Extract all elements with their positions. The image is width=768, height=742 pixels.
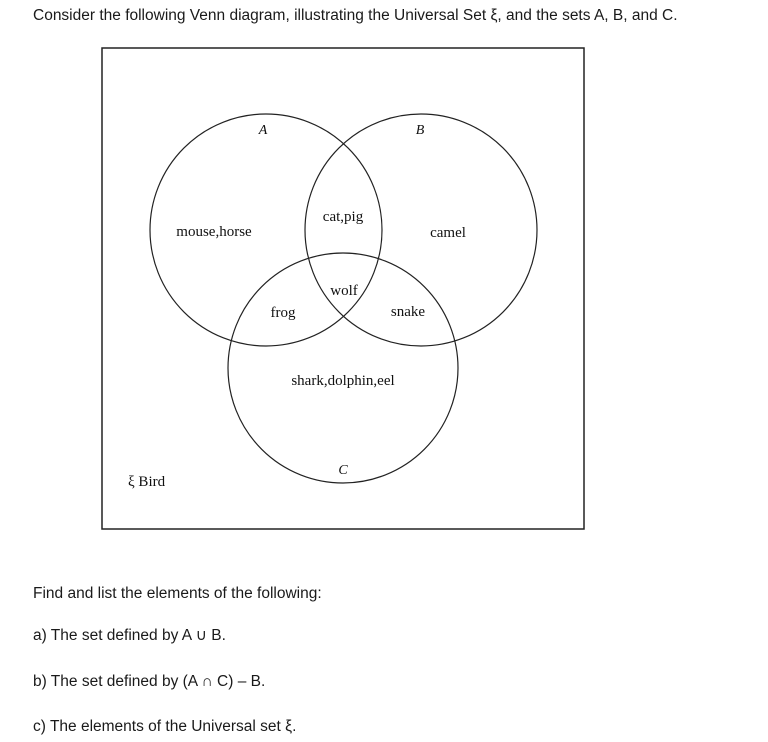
region-c-only: shark,dolphin,eel <box>291 373 394 389</box>
venn-diagram: A B C mouse,horse cat,pig camel frog wol… <box>101 47 585 530</box>
set-c-circle <box>227 252 459 484</box>
intro-text: Consider the following Venn diagram, ill… <box>33 7 678 24</box>
set-b-circle <box>304 113 538 347</box>
question-b: b) The set defined by (A ∩ C) – B. <box>33 673 266 690</box>
region-a-b-c: wolf <box>330 283 358 299</box>
set-a-circle <box>149 113 383 347</box>
region-a-and-c: frog <box>271 305 296 321</box>
universal-set-label: ξ Bird <box>128 474 166 490</box>
region-b-only: camel <box>430 225 466 241</box>
set-c-label: C <box>338 463 348 478</box>
questions-intro: Find and list the elements of the follow… <box>33 585 322 602</box>
universal-set-box <box>101 47 585 530</box>
region-b-and-c: snake <box>391 304 425 320</box>
region-a-and-b: cat,pig <box>323 209 364 225</box>
region-a-only: mouse,horse <box>176 224 252 240</box>
set-a-label: A <box>258 123 268 138</box>
question-a: a) The set defined by A ∪ B. <box>33 627 226 644</box>
set-b-label: B <box>416 123 425 138</box>
question-c: c) The elements of the Universal set ξ. <box>33 718 297 735</box>
